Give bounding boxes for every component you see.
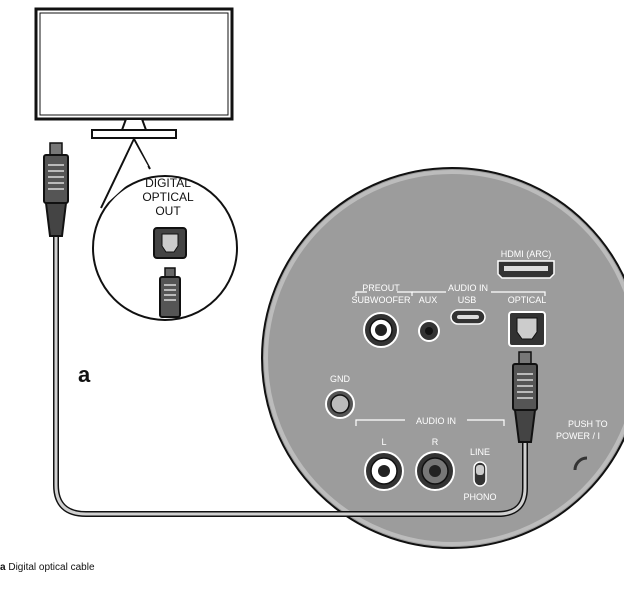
push-label-2: POWER / I xyxy=(556,431,600,441)
line-label: LINE xyxy=(470,447,490,457)
audio-in-l-jack xyxy=(364,451,404,491)
callout-line-1: DIGITAL xyxy=(145,176,191,190)
callout-line-2: OPTICAL xyxy=(142,190,194,204)
l-label: L xyxy=(381,437,386,447)
aux-jack xyxy=(418,320,440,342)
optical-out-callout: DIGITAL OPTICAL OUT xyxy=(92,136,238,321)
optical-label: OPTICAL xyxy=(508,295,547,305)
callout-optical-plug xyxy=(159,267,181,318)
r-label: R xyxy=(432,437,439,447)
figure-caption: a Digital optical cable xyxy=(0,562,95,573)
left-optical-plug xyxy=(43,142,69,237)
hdmi-label: HDMI (ARC) xyxy=(501,249,552,259)
callout-line-3: OUT xyxy=(155,204,181,218)
hdmi-port xyxy=(497,260,555,279)
audio-in-top-label: AUDIO IN xyxy=(448,283,488,293)
usb-label: USB xyxy=(458,295,477,305)
aux-label: AUX xyxy=(419,295,438,305)
push-label-1: PUSH TO xyxy=(568,419,608,429)
optical-port xyxy=(508,311,546,347)
optical-cable xyxy=(53,235,528,517)
rear-panel: HDMI (ARC) PREOUT AUDIO IN SUBWOOFER AUX… xyxy=(261,167,624,549)
usb-port xyxy=(450,309,486,325)
subwoofer-label: SUBWOOFER xyxy=(351,295,411,305)
audio-in-bottom-label: AUDIO IN xyxy=(416,416,456,426)
tv-illustration xyxy=(34,7,234,139)
gnd-terminal xyxy=(325,389,355,419)
preout-label: PREOUT xyxy=(362,283,400,293)
cable-marker: a xyxy=(78,362,91,387)
audio-in-r-jack xyxy=(415,451,455,491)
caption-text: Digital optical cable xyxy=(8,562,95,573)
gnd-label: GND xyxy=(330,374,351,384)
phono-label: PHONO xyxy=(463,492,496,502)
caption-marker: a xyxy=(0,562,6,573)
subwoofer-jack xyxy=(363,312,399,348)
line-phono-switch xyxy=(473,461,487,487)
right-optical-plug xyxy=(512,351,538,443)
